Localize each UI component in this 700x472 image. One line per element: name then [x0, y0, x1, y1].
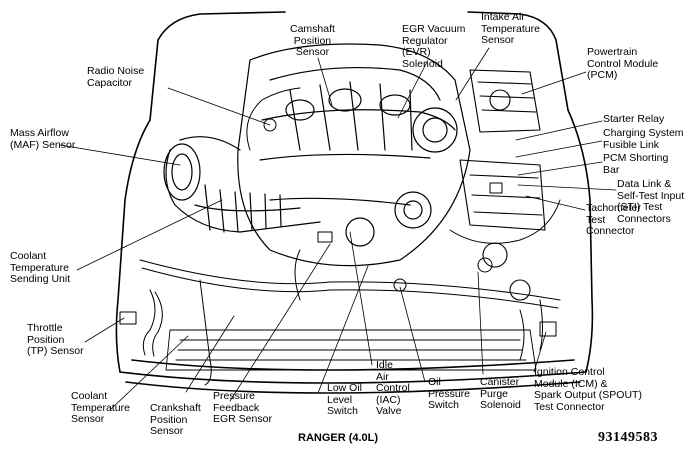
label-coolant-temperature-sensor: Coolant Temperature Sensor — [71, 390, 130, 425]
label-data-link-self-test-connectors: Data Link & Self-Test Input (STI) Test C… — [617, 178, 685, 225]
label-canister-purge-solenoid: Canister Purge Solenoid — [480, 376, 521, 411]
right-side-components — [459, 69, 546, 301]
label-powertrain-control-module: Powertrain Control Module (PCM) — [587, 46, 659, 81]
label-camshaft-position-sensor: Camshaft Position Sensor — [290, 23, 335, 58]
label-throttle-position-sensor: Throttle Position (TP) Sensor — [27, 322, 84, 357]
diagram-caption: RANGER (4.0L) — [298, 432, 379, 444]
label-mass-airflow-sensor: Mass Airflow (MAF) Sensor — [10, 127, 76, 151]
radiator-support — [165, 329, 537, 371]
label-coolant-temperature-sending-unit: Coolant Temperature Sending Unit — [10, 250, 71, 285]
label-egr-vacuum-regulator: EGR Vacuum Regulator (EVR) Solenoid — [402, 23, 466, 70]
document-number: 93149583 — [598, 430, 658, 445]
label-intake-air-temperature-sensor: Intake Air Temperature Sensor — [481, 11, 540, 46]
label-charging-system-fusible-link: Charging System Fusible Link — [603, 127, 684, 151]
label-tachometer-test-connector: Tachometer Test Connector — [586, 202, 641, 237]
wiring-harness — [139, 87, 561, 386]
label-idle-air-control-valve: Idle Air Control (IAC) Valve — [376, 359, 410, 417]
label-ignition-control-module: Ignition Control Module (ICM) & Spark Ou… — [534, 366, 642, 413]
air-intake-duct — [163, 136, 321, 233]
leader-lines — [59, 47, 617, 411]
label-crankshaft-position-sensor: Crankshaft Position Sensor — [150, 402, 201, 437]
label-pressure-feedback-egr-sensor: Pressure Feedback EGR Sensor — [213, 390, 272, 425]
connectors — [119, 118, 557, 337]
label-radio-noise-capacitor: Radio Noise Capacitor — [87, 65, 145, 89]
label-pcm-shorting-bar: PCM Shorting Bar — [603, 152, 669, 176]
label-low-oil-level-switch: Low Oil Level Switch — [327, 382, 363, 417]
label-starter-relay: Starter Relay — [603, 113, 665, 125]
engine-block — [237, 43, 471, 267]
label-oil-pressure-switch: Oil Pressure Switch — [428, 376, 471, 411]
